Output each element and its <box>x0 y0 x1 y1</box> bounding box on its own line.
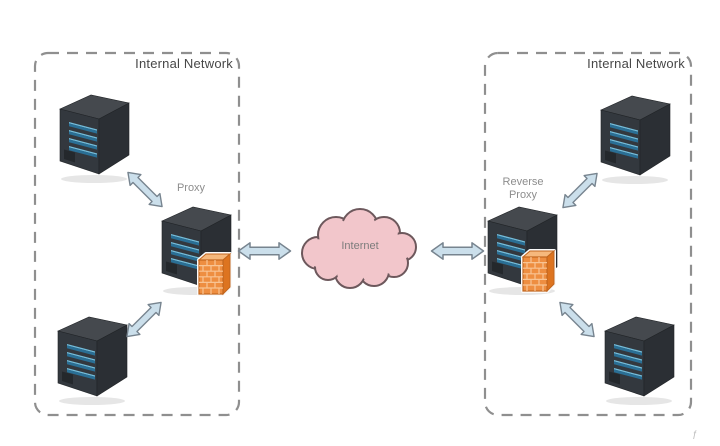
right-internal-network-boundary <box>483 51 693 417</box>
firewall-icon <box>521 248 557 294</box>
proxy-label: Proxy <box>176 182 206 194</box>
server-icon <box>56 92 136 184</box>
server-icon <box>597 93 677 185</box>
internet-label: Internet <box>341 240 379 252</box>
reverse-proxy-label-line2: Proxy <box>508 189 538 201</box>
firewall-icon <box>197 251 233 297</box>
left-network-label: Internal Network <box>135 56 233 71</box>
bidirectional-arrow-icon <box>236 241 293 261</box>
reverse-proxy-label: Reverse Proxy <box>492 176 554 202</box>
watermark: ƒ <box>692 429 698 439</box>
server-icon <box>601 314 681 406</box>
bidirectional-arrow-icon <box>429 241 486 261</box>
reverse-proxy-label-line1: Reverse <box>502 176 544 188</box>
left-internal-network-boundary <box>33 51 241 417</box>
right-network-label: Internal Network <box>587 56 685 71</box>
internet-cloud-icon <box>301 208 417 289</box>
